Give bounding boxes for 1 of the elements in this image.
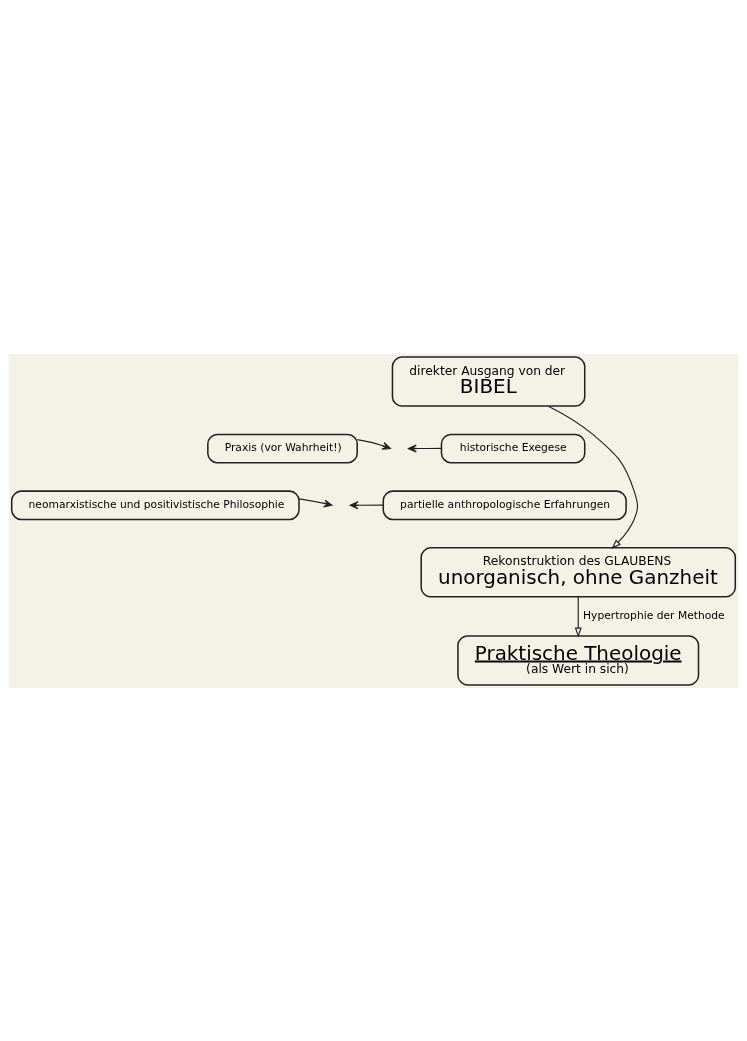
edge-label: Hypertrophie der Methode <box>582 608 725 622</box>
